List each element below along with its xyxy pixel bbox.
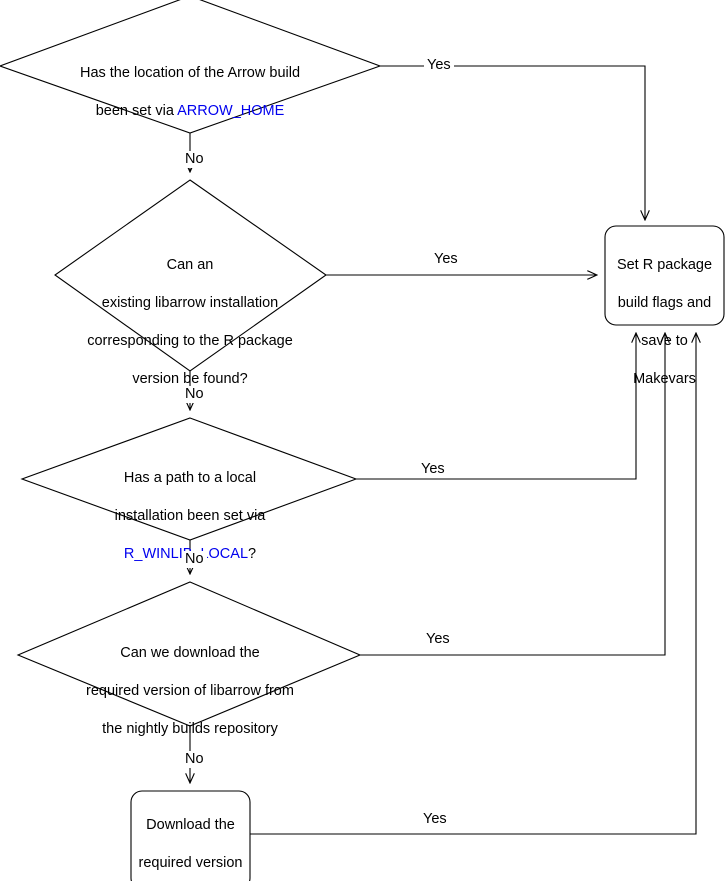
node-rwinlib-download-shape [130,790,251,881]
edge-label-local-path-no: No [182,551,207,568]
node-set-flags-shape [604,225,725,326]
edge-label-nightly-download-no: No [182,751,207,768]
edge-label-local-path-yes: Yes [418,461,448,478]
edge-local-path-yes-line [356,333,636,480]
edge-label-existing-libarrow-yes: Yes [431,251,461,268]
edge-label-nightly-download-yes: Yes [423,631,453,648]
edge-arrow-home-yes-line [380,65,645,220]
node-existing-libarrow-shape [54,179,327,372]
edge-nightly-download-yes-line [360,333,665,656]
edge-label-existing-libarrow-no: No [182,386,207,403]
edge-label-arrow-home-no: No [182,151,207,168]
node-local-path-shape [20,417,358,541]
edge-rwinlib-download-yes-line [250,333,696,835]
edge-label-rwinlib-download-yes: Yes [420,811,450,828]
edge-label-arrow-home-yes: Yes [424,57,454,74]
node-nightly-download-shape [16,581,362,727]
node-arrow-home-shape [0,0,382,134]
